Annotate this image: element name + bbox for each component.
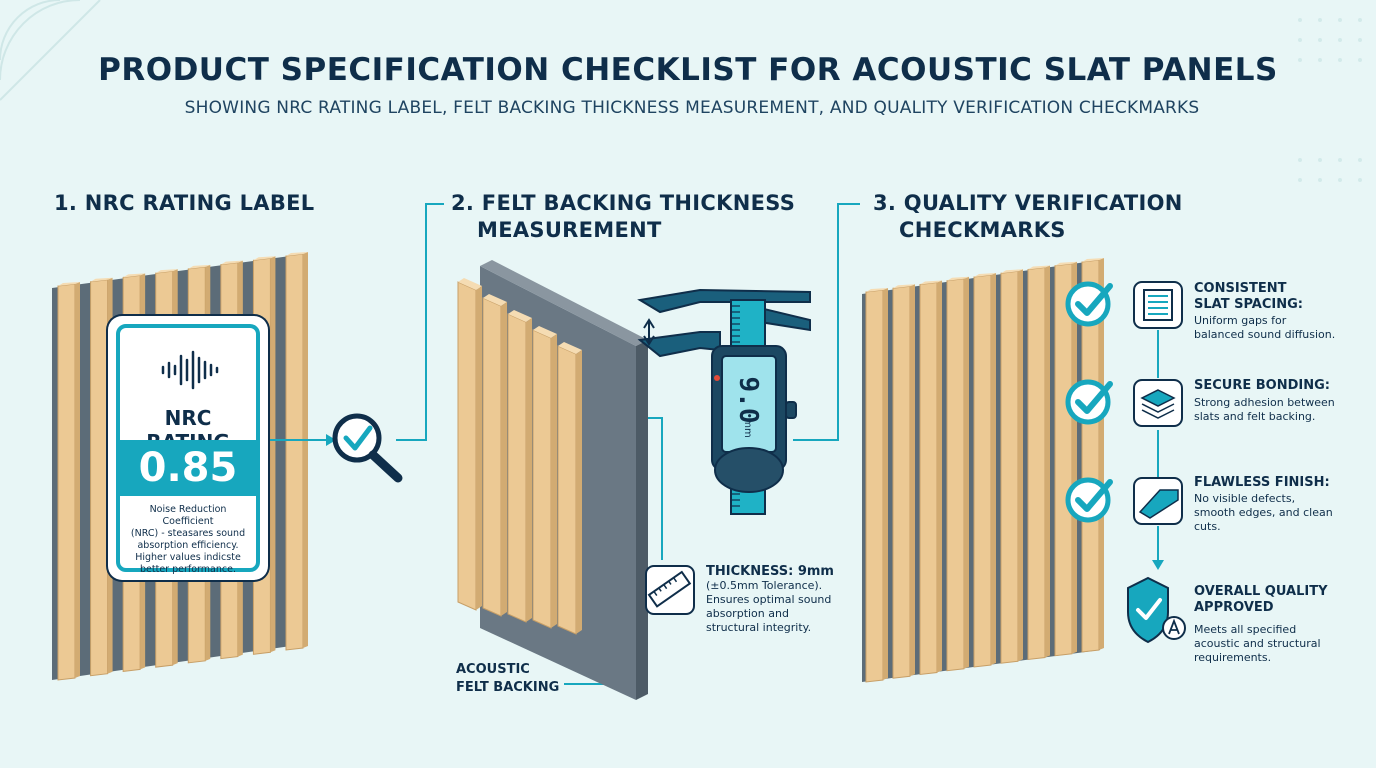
desc-line: No visible defects, [1194,492,1296,505]
quality-slat-panel [862,258,1104,683]
spec-line: Ensures optimal sound [706,593,832,606]
felt-label-line: FELT BACKING [456,680,560,695]
description-line: better performance. [140,564,236,575]
ruler-icon [645,565,695,615]
spec-line: (±0.5mm Tolerance). [706,579,823,592]
nrc-value: 0.85 [120,440,256,496]
wood-slat [57,282,80,681]
wood-slat [557,342,582,635]
desc-line: acoustic and structural [1194,637,1321,650]
title-line: OVERALL QUALITY [1194,584,1328,599]
check-icon [1065,281,1113,327]
slat-spacing-icon [1133,281,1183,329]
title-line: SECURE BONDING: [1194,378,1330,393]
nrc-rating-card: NRC RATING 0.85 Noise Reduction Coeffici… [108,316,268,580]
nrc-card-frame: NRC RATING 0.85 Noise Reduction Coeffici… [116,324,260,575]
corner-decoration [0,0,101,101]
page-title: PRODUCT SPECIFICATION CHECKLIST FOR ACOU… [98,52,1278,88]
description-line: (NRC) - steasares sound [130,528,246,539]
thickness-spec-description: (±0.5mm Tolerance). Ensures optimal soun… [706,579,856,635]
description-line: absorption efficiency. [137,540,239,551]
check-icons [1065,281,1113,523]
title-line: APPROVED [1194,600,1274,615]
quality-item-description: No visible defects, smooth edges, and cl… [1194,492,1344,534]
check-icon [1065,379,1113,425]
spec-line: absorption and [706,607,789,620]
shield-check-icon [1127,576,1186,644]
felt-label-line: ACOUSTIC [456,662,530,677]
wood-slat [457,278,482,611]
spec-line: structural integrity. [706,621,812,634]
wood-slat [892,284,915,679]
wood-slat [973,273,996,668]
section-heading-quality: 3. QUALITY VERIFICATION CHECKMARKS [873,190,1183,244]
wood-slat [1081,258,1104,653]
page-subtitle: SHOWING NRC RATING LABEL, FELT BACKING T… [184,98,1200,118]
felt-backing-panel [457,260,648,700]
quality-item-title: CONSISTENT SLAT SPACING: [1194,281,1334,313]
quality-item-title: OVERALL QUALITY APPROVED [1194,584,1334,616]
desc-line: smooth edges, and clean [1194,506,1333,519]
arrow-head [1152,560,1164,570]
felt-backing-label: ACOUSTIC FELT BACKING [456,661,566,697]
wood-slat [507,310,532,623]
check-icon [1065,477,1113,523]
title-line: FLAWLESS FINISH: [1194,475,1330,490]
dot-pattern [1298,18,1362,182]
wood-slat [1054,261,1077,657]
desc-line: balanced sound diffusion. [1194,328,1336,341]
wood-slat [482,294,507,617]
section-heading-nrc: 1. NRC RATING LABEL [54,191,315,215]
quality-item-description: Uniform gaps for balanced sound diffusio… [1194,314,1344,342]
caliper-tool [637,288,811,515]
desc-line: Uniform gaps for [1194,314,1287,327]
wood-slat [532,326,557,629]
quality-item-title: SECURE BONDING: [1194,378,1334,394]
finish-icon [1133,477,1183,525]
desc-line: cuts. [1194,520,1221,533]
heading-line: MEASUREMENT [477,218,662,242]
title-line: SLAT SPACING: [1194,297,1303,312]
nrc-description: Noise Reduction Coefficient (NRC) - stea… [126,504,250,576]
title-line: CONSISTENT [1194,281,1287,296]
heading-line: 3. QUALITY VERIFICATION [873,191,1183,215]
section-heading-thickness: 2. FELT BACKING THICKNESS MEASUREMENT [451,190,795,244]
desc-line: Strong adhesion between [1194,396,1335,409]
wood-slat [285,252,308,651]
layers-icon [1133,379,1183,427]
wood-slat [919,280,942,676]
wood-slat [865,288,888,683]
caliper-unit: mm [742,418,753,438]
description-line: Higher values indicste [135,552,241,563]
desc-line: slats and felt backing. [1194,410,1316,423]
quality-item-title: FLAWLESS FINISH: [1194,475,1334,491]
magnifier-check-icon [332,413,403,483]
sound-wave-icon [161,350,219,390]
heading-line: 2. FELT BACKING THICKNESS [451,191,796,215]
wood-slat [1027,265,1050,661]
quality-item-description: Strong adhesion between slats and felt b… [1194,396,1344,424]
wood-slat [946,276,969,672]
wood-slat [1000,269,1023,664]
quality-item-description: Meets all specified acoustic and structu… [1194,623,1344,665]
description-line: Noise Reduction Coefficient [149,504,227,527]
desc-line: requirements. [1194,651,1272,664]
desc-line: Meets all specified [1194,623,1297,636]
thickness-spec-heading: THICKNESS: 9mm [706,564,834,579]
heading-line: CHECKMARKS [899,218,1066,242]
arrow-head [326,434,336,446]
